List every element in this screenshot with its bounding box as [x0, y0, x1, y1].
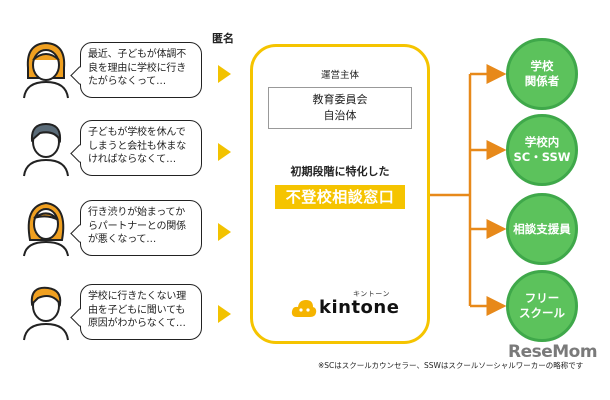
- connector-lines: [430, 64, 507, 316]
- woman-avatar-icon: [18, 196, 74, 258]
- bubble-text: 学校に行きたくない理 由を子どもに聞いても 原因がわからなくて…: [88, 291, 186, 329]
- destination-label: 相談支援員: [513, 221, 571, 236]
- bubble-text: 最近、子どもが体調不 良を理由に学校に行き たがらなくって…: [88, 49, 186, 87]
- destination-label: 学校内 SC・SSW: [513, 135, 571, 164]
- arrow-right-icon: [218, 143, 231, 161]
- arrow-right-icon: [218, 65, 231, 83]
- operator-line: 教育委員会: [312, 93, 368, 106]
- arrow-right-icon: [218, 305, 231, 323]
- operator-box: 教育委員会 自治体: [268, 87, 412, 129]
- specialized-label: 初期段階に特化した: [290, 165, 390, 178]
- logo-kana: キントーン: [353, 290, 390, 298]
- logo-text: kintone: [319, 297, 400, 318]
- consultation-window-title: 不登校相談窓口: [275, 185, 405, 209]
- operator-label: 運営主体: [320, 70, 359, 81]
- destination-label: フリー スクール: [519, 291, 565, 320]
- speech-bubble-1: 最近、子どもが体調不 良を理由に学校に行き たがらなくって…: [70, 42, 202, 98]
- bubble-text: 行き渋りが始まってか らパートナーとの関係 が悪くなって…: [88, 207, 186, 245]
- man-avatar-icon: [18, 280, 74, 342]
- destination-sc-ssw: 学校内 SC・SSW: [506, 114, 578, 186]
- bubble-text: 子どもが学校を休んで しまうと会社も休まな ければならなくて…: [88, 127, 186, 165]
- destination-school-staff: 学校 関係者: [506, 38, 578, 110]
- anonymous-label: 匿名: [212, 32, 234, 45]
- man-avatar-icon: [18, 116, 74, 178]
- kintone-cloud-icon: [291, 300, 317, 317]
- resemom-watermark: ReseMom: [508, 342, 598, 362]
- operator-line: 自治体: [323, 109, 357, 122]
- arrow-right-icon: [218, 223, 231, 241]
- woman-avatar-icon: [18, 38, 74, 100]
- destination-label: 学校 関係者: [524, 59, 560, 88]
- speech-bubble-2: 子どもが学校を休んで しまうと会社も休まな ければならなくて…: [70, 120, 202, 176]
- speech-bubble-3: 行き渋りが始まってか らパートナーとの関係 が悪くなって…: [70, 200, 202, 256]
- destination-support-staff: 相談支援員: [506, 193, 578, 265]
- footnote: ※SCはスクールカウンセラー、SSWはスクールソーシャルワーカーの略称です: [318, 361, 584, 370]
- speech-bubble-4: 学校に行きたくない理 由を子どもに聞いても 原因がわからなくて…: [70, 284, 202, 340]
- consultation-window-box: 運営主体 教育委員会 自治体 初期段階に特化した 不登校相談窓口 キントーン k…: [250, 44, 430, 344]
- destination-free-school: フリー スクール: [506, 270, 578, 342]
- kintone-logo: キントーン kintone: [291, 290, 401, 323]
